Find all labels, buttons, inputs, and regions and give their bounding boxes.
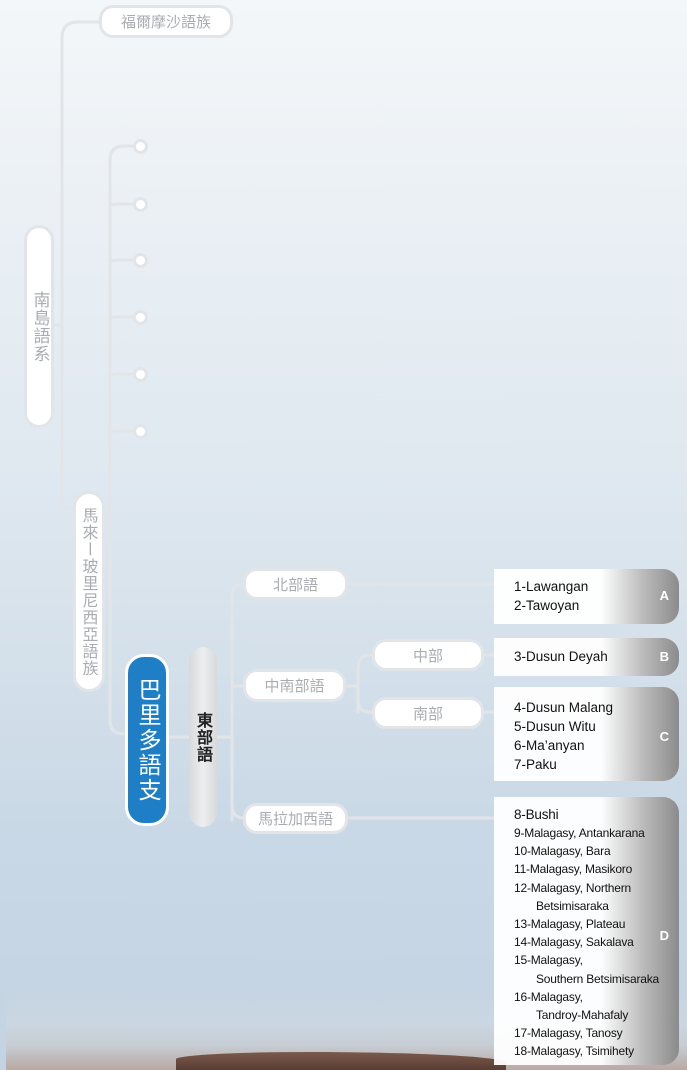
language-list: 4-Dusun Malang 5-Dusun Witu 6-Ma’anyan 7… [514,698,613,774]
language-item: 11-Malagasy, Masikoro [514,862,633,877]
language-item-line: Southern Betsimisaraka [536,971,659,986]
empty-branch-node [133,367,148,382]
malayo-polynesian-label: 馬來ー玻里尼西亞語族 [73,491,105,692]
language-item-line: Tandroy-Mahafaly [536,1008,629,1023]
malagasy-subgroup-label: 馬拉加西語 [243,803,348,834]
barito-branch-label: 巴里多語支 [125,654,169,826]
formosan-family-label: 福爾摩沙語族 [99,5,233,38]
root-family-label: 南島語系 [24,225,54,428]
empty-branch-node [133,139,148,154]
language-item: 13-Malagasy, Plateau [514,917,626,932]
language-item: 5-Dusun Witu [514,719,596,734]
language-item: 9-Malagasy, Antankarana [514,826,645,840]
language-item-line: 16-Malagasy, [514,989,583,1004]
language-item: 1-Lawangan [514,579,589,594]
language-group-d: 8-Bushi 9-Malagasy, Antankarana 10-Malag… [494,797,679,1065]
language-item-line: 15-Malagasy, [514,953,583,968]
language-item: 3-Dusun Deyah [514,649,608,664]
empty-branch-node [133,253,148,268]
language-item: 14-Malagasy, Sakalava [514,935,634,950]
language-group-c: 4-Dusun Malang 5-Dusun Witu 6-Ma’anyan 7… [494,687,679,781]
group-letter: C [659,729,669,744]
language-item: 2-Tawoyan [514,598,580,613]
language-item-line: 12-Malagasy, Northern [514,880,631,895]
group-letter: D [659,928,669,943]
central-subgroup-label: 中部 [372,639,484,671]
language-item: 12-Malagasy, Northern Betsimisaraka [514,879,659,915]
central-south-subgroup-label: 中南部語 [243,669,346,702]
group-letter: A [659,588,669,603]
south-subgroup-label: 南部 [372,697,484,729]
language-item: 6-Ma’anyan [514,738,585,753]
empty-branch-node [133,310,148,325]
empty-branch-node [133,197,148,212]
language-list: 8-Bushi 9-Malagasy, Antankarana 10-Malag… [514,805,659,1061]
language-item: 4-Dusun Malang [514,700,614,715]
language-item: 7-Paku [514,757,557,772]
language-list: 3-Dusun Deyah [514,647,608,666]
north-subgroup-label: 北部語 [243,568,348,600]
group-letter: B [659,649,669,664]
language-item-line: Betsimisaraka [536,898,609,913]
language-item: 17-Malagasy, Tanosy [514,1026,623,1041]
earth-strip [176,1052,506,1070]
language-tree-diagram: 南島語系 福爾摩沙語族 馬來ー玻里尼西亞語族 巴里多語支 東部語 北部語 中南部… [6,0,687,1070]
tree-connector-lines [50,20,498,822]
empty-branch-node [133,424,148,439]
language-item: 18-Malagasy, Tsimihety [514,1044,634,1059]
language-list: 1-Lawangan 2-Tawoyan [514,577,588,615]
language-item: 15-Malagasy, Southern Betsimisaraka [514,951,659,987]
language-item: 8-Bushi [514,807,559,822]
east-barito-label: 東部語 [189,647,217,827]
language-item: 16-Malagasy, Tandroy-Mahafaly [514,988,659,1024]
language-item: 10-Malagasy, Bara [514,844,611,859]
language-group-b: 3-Dusun Deyah B [494,638,679,676]
language-group-a: 1-Lawangan 2-Tawoyan A [494,569,679,624]
